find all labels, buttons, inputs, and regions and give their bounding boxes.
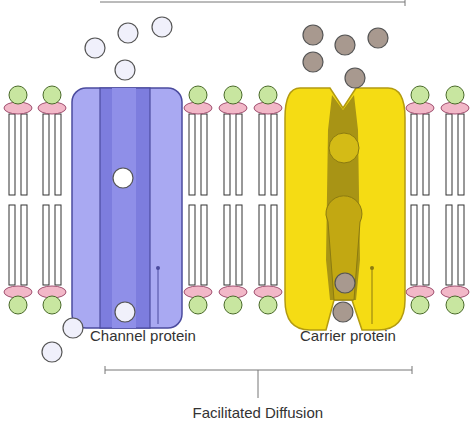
lipid-head (259, 86, 277, 104)
lipid-tail (43, 114, 49, 195)
lipid-tail (259, 205, 265, 285)
lipid-tail (446, 205, 452, 285)
leader-line (372, 268, 373, 324)
lipid-tail (55, 205, 61, 285)
binding-site (329, 133, 359, 163)
lipid-tail (21, 114, 27, 195)
label: Facilitated Diffusion (193, 404, 324, 422)
lipid-tail (446, 114, 452, 195)
lipid-tail (423, 114, 429, 195)
lipid-tail (224, 114, 230, 195)
lipid-head (189, 296, 207, 314)
molecule (335, 273, 355, 293)
lipid-head (189, 86, 207, 104)
lipid-tail (224, 205, 230, 285)
lipid-tail (458, 205, 464, 285)
lipid-head (446, 296, 464, 314)
lipid-head (43, 296, 61, 314)
lipid-tail (43, 205, 49, 285)
molecules-brown (303, 25, 388, 322)
lipid-head (224, 86, 242, 104)
lipid-head (9, 86, 27, 104)
binding-site (326, 196, 362, 300)
lipid-head (259, 296, 277, 314)
lipid-tail (458, 114, 464, 195)
molecules-white (42, 17, 172, 362)
lipid-head (224, 296, 242, 314)
lipid-tail (271, 205, 277, 285)
channel-pore-light (112, 88, 136, 328)
lipid-head (411, 86, 429, 104)
lipid-tail (259, 114, 265, 195)
lipid-tail (411, 114, 417, 195)
lipid-tail (9, 114, 15, 195)
lipid-tail (201, 205, 207, 285)
lipid-tail (189, 205, 195, 285)
label: Channel protein (90, 327, 196, 345)
lipid-tail (236, 205, 242, 285)
lipid-tail (55, 114, 61, 195)
lipid-tail (271, 114, 277, 195)
lipid-head (9, 296, 27, 314)
lipid-tail (411, 205, 417, 285)
lipid-tail (236, 114, 242, 195)
channel-protein (72, 88, 182, 328)
leader-line (158, 268, 159, 324)
lipid-head (411, 296, 429, 314)
channel-pore (100, 88, 150, 328)
molecule (113, 168, 133, 188)
carrier-protein (285, 88, 405, 330)
lipid-tail (201, 114, 207, 195)
label: Carrier protein (300, 327, 396, 345)
lipid-tail (21, 205, 27, 285)
lipid-tail (9, 205, 15, 285)
lipid-tail (423, 205, 429, 285)
lipid-head (43, 86, 61, 104)
lipid-tail (189, 114, 195, 195)
lipid-head (446, 86, 464, 104)
